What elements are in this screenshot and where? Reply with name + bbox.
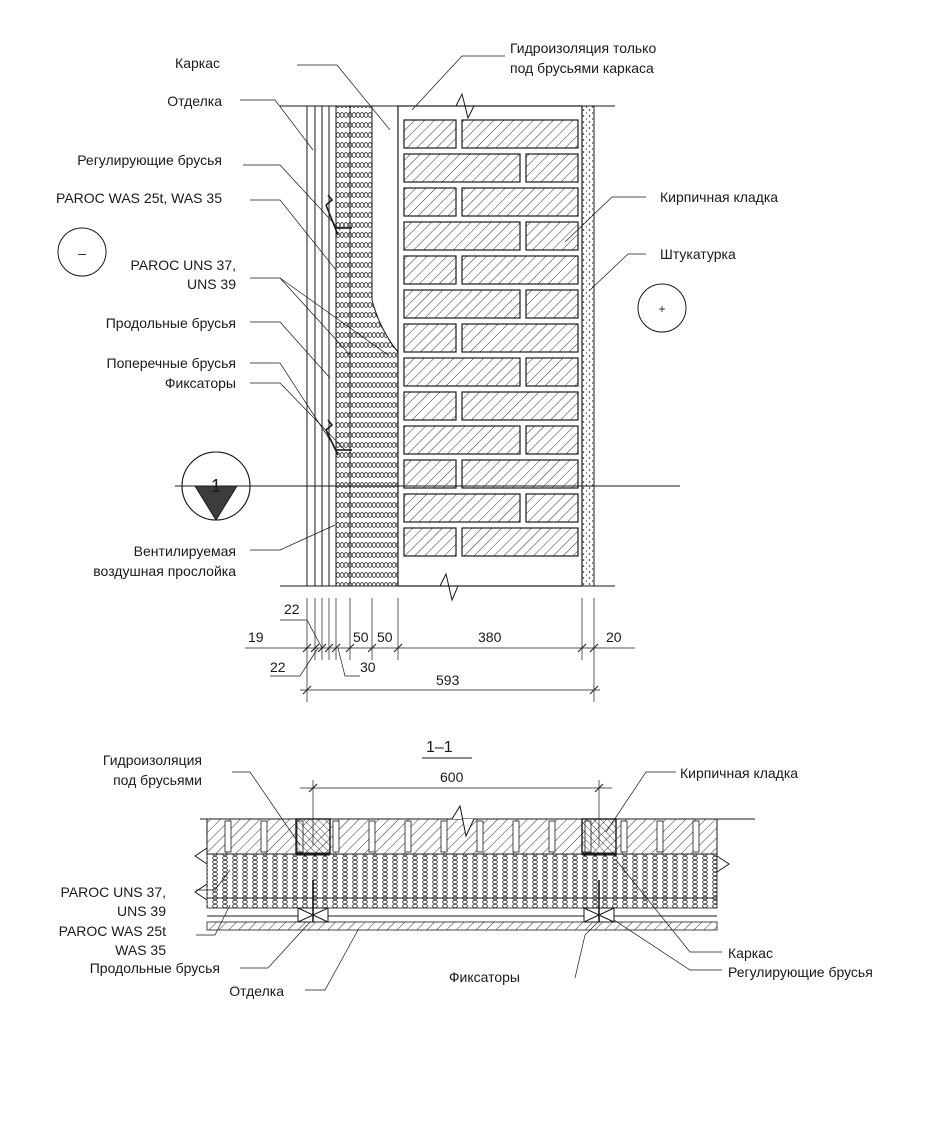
brick [403, 425, 521, 455]
section-finish-band [206, 921, 718, 931]
minus-label: – [78, 245, 86, 261]
mortar-joint [512, 820, 520, 853]
dim-22-bottom: 22 [270, 659, 286, 675]
dim-380: 380 [478, 629, 502, 645]
dimensions-upper: 22 19 22 50 50 30 380 20 593 [245, 598, 635, 702]
mortar-joint [620, 820, 628, 853]
was-wind-barrier [335, 105, 351, 587]
brick [403, 289, 521, 319]
minus-circle [57, 227, 107, 277]
brick [525, 153, 579, 183]
mortar-joint [440, 820, 448, 853]
dim-22-top: 22 [284, 601, 300, 617]
sec-label-reg-brusya: Регулирующие брусья [728, 964, 873, 980]
mortar-joint [548, 820, 556, 853]
labels-upper: Каркас Отделка Регулирующие брусья PAROC… [56, 40, 778, 579]
horizontal-section: 1–1 600 [59, 739, 873, 999]
label-reg-brusya: Регулирующие брусья [77, 152, 222, 168]
dim-20: 20 [606, 629, 622, 645]
label-shtukaturka: Штукатурка [660, 246, 736, 262]
brick [461, 255, 579, 285]
plus-label: + [658, 302, 665, 316]
brick [525, 289, 579, 319]
brick [403, 527, 457, 557]
section-marker-label: 1 [211, 476, 221, 496]
brick [461, 459, 579, 489]
brick [403, 119, 457, 149]
sec-label-fiksatory: Фиксаторы [449, 969, 520, 985]
label-kladka: Кирпичная кладка [660, 189, 778, 205]
dim-30: 30 [360, 659, 376, 675]
brick [525, 425, 579, 455]
brick [403, 255, 457, 285]
label-karkas: Каркас [175, 55, 220, 71]
section-uns-band [206, 853, 718, 899]
mortar-joint [692, 820, 700, 853]
sec-label-otdelka: Отделка [229, 983, 284, 999]
dim-593: 593 [436, 672, 460, 688]
brick [403, 221, 521, 251]
mortar-joint [368, 820, 376, 853]
brick [403, 187, 457, 217]
brick [403, 493, 521, 523]
brick-wall [397, 105, 583, 587]
sec-label-was-2: WAS 35 [115, 942, 166, 958]
sec-label-uns-2: UNS 39 [117, 903, 166, 919]
sec-label-gidro-2: под брусьями [113, 772, 202, 788]
label-prod-brusya: Продольные брусья [106, 315, 236, 331]
sec-label-was-1: PAROC WAS 25t [59, 923, 166, 939]
label-vent-1: Вентилируемая [134, 543, 236, 559]
label-gidro-1: Гидроизоляция только [510, 40, 656, 56]
dim-50-b: 50 [377, 629, 393, 645]
brick [403, 391, 457, 421]
brick [403, 357, 521, 387]
label-gidro-2: под брусьями каркаса [510, 60, 654, 76]
brick [525, 221, 579, 251]
sec-label-prod-brusya: Продольные брусья [90, 960, 220, 976]
brick [461, 527, 579, 557]
brick [461, 391, 579, 421]
sec-label-karkas: Каркас [728, 945, 773, 961]
brick [461, 187, 579, 217]
mortar-joint [476, 820, 484, 853]
brick [403, 459, 457, 489]
label-otdelka: Отделка [167, 93, 222, 109]
plaster-layer [581, 105, 595, 587]
dim-600: 600 [440, 769, 464, 785]
section-was-band [206, 897, 718, 909]
brick [525, 357, 579, 387]
label-vent-2: воздушная прослойка [93, 563, 236, 579]
finish-layer [306, 105, 316, 587]
label-was: PAROC WAS 25t, WAS 35 [56, 190, 222, 206]
plus-circle [637, 283, 687, 333]
label-uns-1: PAROC UNS 37, [130, 257, 236, 273]
mortar-joint [260, 820, 268, 853]
brick [525, 493, 579, 523]
label-uns-2: UNS 39 [187, 276, 236, 292]
label-fiksatory: Фиксаторы [165, 375, 236, 391]
brick [461, 119, 579, 149]
label-poper-brusya: Поперечные брусья [107, 355, 236, 371]
mortar-joint [332, 820, 340, 853]
section-title: 1–1 [426, 739, 453, 756]
sec-label-kladka: Кирпичная кладка [680, 765, 798, 781]
dim-19: 19 [248, 629, 264, 645]
mortar-joint [224, 820, 232, 853]
vertical-section: 1 – + [57, 92, 687, 602]
brick [403, 153, 521, 183]
brick [403, 323, 457, 353]
sec-label-gidro-1: Гидроизоляция [103, 752, 202, 768]
mortar-joint [404, 820, 412, 853]
mortar-joint [656, 820, 664, 853]
sec-label-uns-1: PAROC UNS 37, [60, 884, 166, 900]
section-brick-band [206, 818, 718, 855]
brick [461, 323, 579, 353]
leaders-upper [240, 55, 646, 551]
dim-50-a: 50 [353, 629, 369, 645]
